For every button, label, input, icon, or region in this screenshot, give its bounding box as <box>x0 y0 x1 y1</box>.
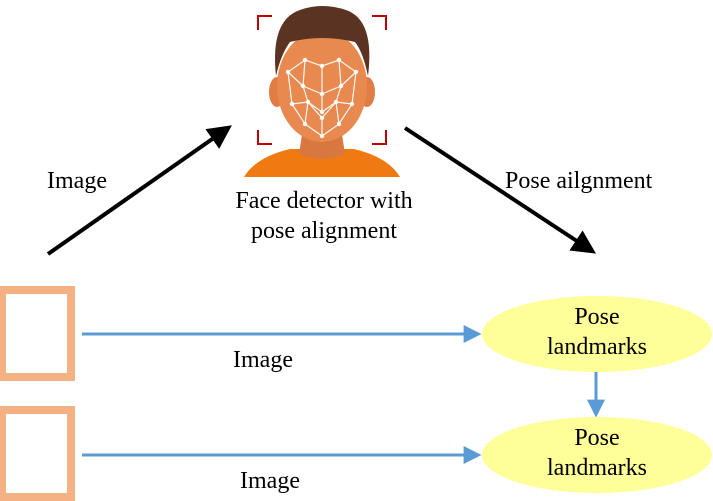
pose-landmarks-label-2-line1: Pose <box>574 425 620 451</box>
arrow-detector-to-landmarks <box>403 126 597 254</box>
label-image-row1: Image <box>233 347 293 373</box>
pose-landmarks-label-1-line1: Pose <box>574 304 620 330</box>
pose-landmarks-label-1-line2: landmarks <box>547 334 647 360</box>
label-face-detector-line1: Face detector with <box>235 188 413 214</box>
pose-landmarks-node-2 <box>482 417 712 493</box>
pose-landmarks-label-1: Pose landmarks <box>497 302 697 362</box>
face-detector-icon <box>244 6 400 177</box>
label-image-row2: Image <box>240 468 300 494</box>
label-face-detector-line2: pose alignment <box>251 218 397 244</box>
label-pose-alignment: Pose ailgnment <box>505 168 653 194</box>
label-image-top: Image <box>47 168 107 194</box>
label-face-detector: Face detector with pose alignment <box>200 186 448 246</box>
input-frame-1 <box>0 286 75 381</box>
pose-landmarks-node-1 <box>482 296 712 372</box>
pose-landmarks-label-2-line2: landmarks <box>547 455 647 481</box>
input-frame-2 <box>0 406 75 501</box>
arrow-image-to-detector <box>46 125 232 256</box>
pose-landmarks-label-2: Pose landmarks <box>497 423 697 483</box>
